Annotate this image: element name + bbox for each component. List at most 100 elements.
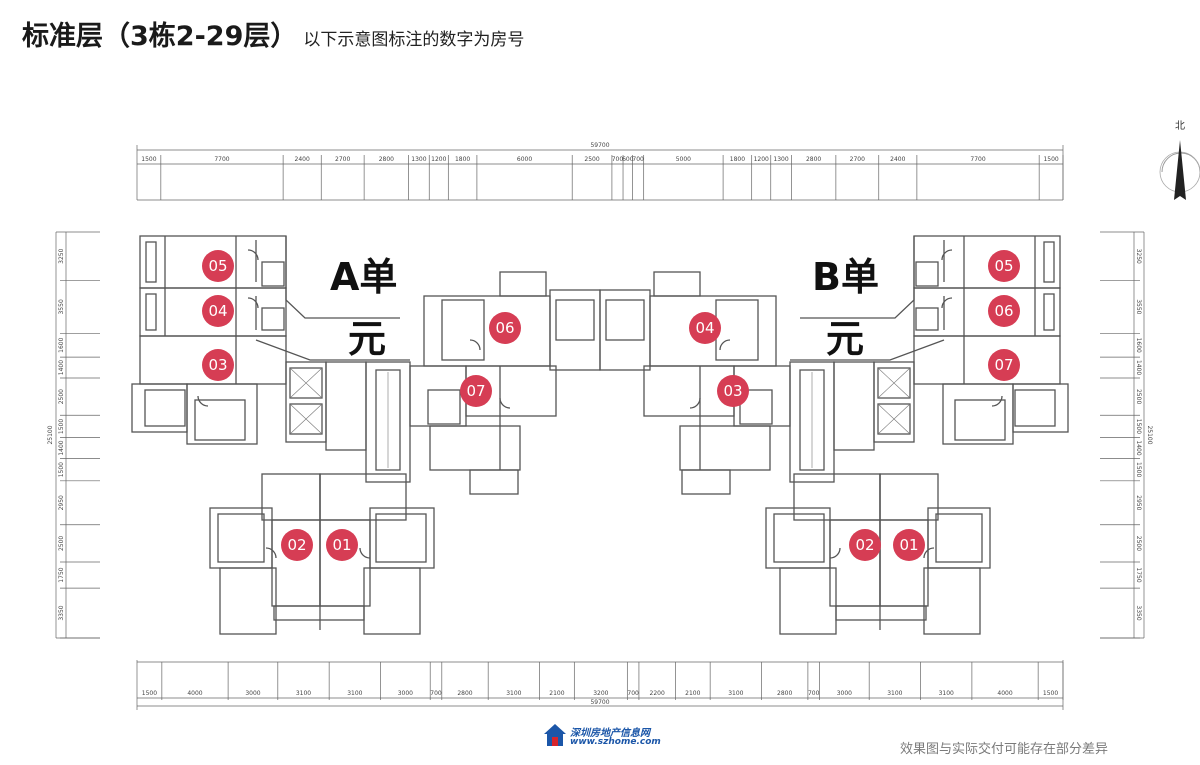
dimension-value: 3000 xyxy=(837,690,852,697)
dimension-value: 3350 xyxy=(58,605,65,620)
dimension-value: 3350 xyxy=(1135,605,1142,620)
dimension-value: 3100 xyxy=(887,690,902,697)
bottom-dimension-ticks: 1500 4000 3000 3100 3100 3000 700 2800 3100 2100 3… xyxy=(142,662,1064,700)
dimension-value: 3100 xyxy=(296,690,311,697)
dimension-value: 4000 xyxy=(997,690,1012,697)
core-details xyxy=(289,367,911,468)
dimension-value: 700 xyxy=(627,690,639,697)
left-dimension-ticks: 3250355016001400250015001400150029502500… xyxy=(58,248,100,639)
room-badge-a-01: 01 xyxy=(326,529,358,561)
building-b-walls xyxy=(599,235,1069,635)
dimension-value: 5000 xyxy=(676,156,691,163)
dimension-value: 2500 xyxy=(58,389,65,404)
right-dimension-ticks: 3250355016001400250015001400150029502500… xyxy=(1100,249,1142,639)
dimension-value: 1500 xyxy=(58,462,65,477)
room-badge-b-05: 05 xyxy=(988,250,1020,282)
dimension-value: 3250 xyxy=(1135,249,1142,264)
dimension-value: 3000 xyxy=(245,690,260,697)
dimension-value: 1200 xyxy=(754,156,769,163)
dimension-value: 1600 xyxy=(58,337,65,352)
top-dimension-chain xyxy=(136,145,1064,201)
dimension-value: 2500 xyxy=(58,536,65,551)
north-compass-icon: 北 xyxy=(1159,120,1200,200)
dimension-value: 1300 xyxy=(411,156,426,163)
dimension-value: 1500 xyxy=(1135,462,1142,477)
dimension-value: 1500 xyxy=(1043,690,1058,697)
room-number: 03 xyxy=(208,356,227,374)
dimension-value: 3200 xyxy=(593,690,608,697)
site-logo: 深圳房地产信息网 www.szhome.com xyxy=(540,722,690,752)
room-number: 04 xyxy=(208,302,227,320)
dimension-value: 3100 xyxy=(347,690,362,697)
room-badge-a-02: 02 xyxy=(281,529,313,561)
dimension-value: 1500 xyxy=(1043,156,1058,163)
dimension-value: 2700 xyxy=(850,156,865,163)
dimension-value: 600 xyxy=(622,156,634,163)
dimension-value: 1500 xyxy=(142,690,157,697)
dimension-value: 3000 xyxy=(398,690,413,697)
room-badge-b-02: 02 xyxy=(849,529,881,561)
dimension-value: 1500 xyxy=(141,156,156,163)
room-badge-b-01: 01 xyxy=(893,529,925,561)
dimension-value: 2950 xyxy=(58,495,65,510)
dimension-value: 3250 xyxy=(58,248,65,263)
room-number: 07 xyxy=(994,356,1013,374)
logo-site-url: www.szhome.com xyxy=(570,737,661,747)
room-number: 06 xyxy=(994,302,1013,320)
dimension-value: 2100 xyxy=(549,690,564,697)
room-number: 01 xyxy=(332,536,351,554)
dimension-value: 1600 xyxy=(1135,338,1142,353)
room-number: 04 xyxy=(695,319,714,337)
dimension-value: 3100 xyxy=(939,690,954,697)
title-main: 标准层（3栋2-29层） xyxy=(22,21,298,52)
bottom-overall-dimension: 59700 xyxy=(590,699,609,706)
dimension-value: 700 xyxy=(612,156,624,163)
dimension-value: 3550 xyxy=(1135,299,1142,314)
room-badge-b-07: 07 xyxy=(988,349,1020,381)
dimension-value: 7700 xyxy=(970,156,985,163)
room-number: 05 xyxy=(994,257,1013,275)
dimension-value: 700 xyxy=(808,690,820,697)
dimension-value: 2400 xyxy=(890,156,905,163)
logo-site-name: 深圳房地产信息网 xyxy=(570,728,650,739)
room-number: 01 xyxy=(899,536,918,554)
dimension-value: 700 xyxy=(430,690,442,697)
dimension-value: 2500 xyxy=(1135,536,1142,551)
dimension-value: 4000 xyxy=(187,690,202,697)
unit-a-label-line2: 元 xyxy=(348,317,386,361)
unit-b-label-line1: B单 xyxy=(812,255,879,299)
room-badge-a-04: 04 xyxy=(202,295,234,327)
room-number: 02 xyxy=(855,536,874,554)
dimension-value: 3100 xyxy=(728,690,743,697)
dimension-value: 1500 xyxy=(1135,419,1142,434)
dimension-value: 2800 xyxy=(777,690,792,697)
dimension-value: 2400 xyxy=(295,156,310,163)
house-logo-icon xyxy=(544,724,566,746)
disclaimer-text: 效果图与实际交付可能存在部分差异 xyxy=(899,742,1108,757)
right-overall-dimension: 25100 xyxy=(1146,425,1153,444)
dimension-value: 1400 xyxy=(58,440,65,455)
room-badge-b-03: 03 xyxy=(717,375,749,407)
dimension-value: 7700 xyxy=(214,156,229,163)
room-badge-b-06: 06 xyxy=(988,295,1020,327)
dimension-value: 1800 xyxy=(730,156,745,163)
dimension-value: 1300 xyxy=(773,156,788,163)
top-overall-dimension: 59700 xyxy=(590,142,609,149)
dimension-value: 1750 xyxy=(1135,567,1142,582)
dimension-value: 2800 xyxy=(379,156,394,163)
dimension-value: 1500 xyxy=(58,419,65,434)
room-number: 07 xyxy=(466,382,485,400)
dimension-value: 2500 xyxy=(584,156,599,163)
dimension-value: 2800 xyxy=(457,690,472,697)
dimension-value: 700 xyxy=(632,156,644,163)
room-badge-a-06: 06 xyxy=(489,312,521,344)
north-label: 北 xyxy=(1175,120,1185,132)
room-number: 02 xyxy=(287,536,306,554)
room-badge-a-05: 05 xyxy=(202,250,234,282)
room-badge-a-07: 07 xyxy=(460,375,492,407)
room-number: 05 xyxy=(208,257,227,275)
dimension-value: 1400 xyxy=(1135,440,1142,455)
dimension-value: 2800 xyxy=(806,156,821,163)
